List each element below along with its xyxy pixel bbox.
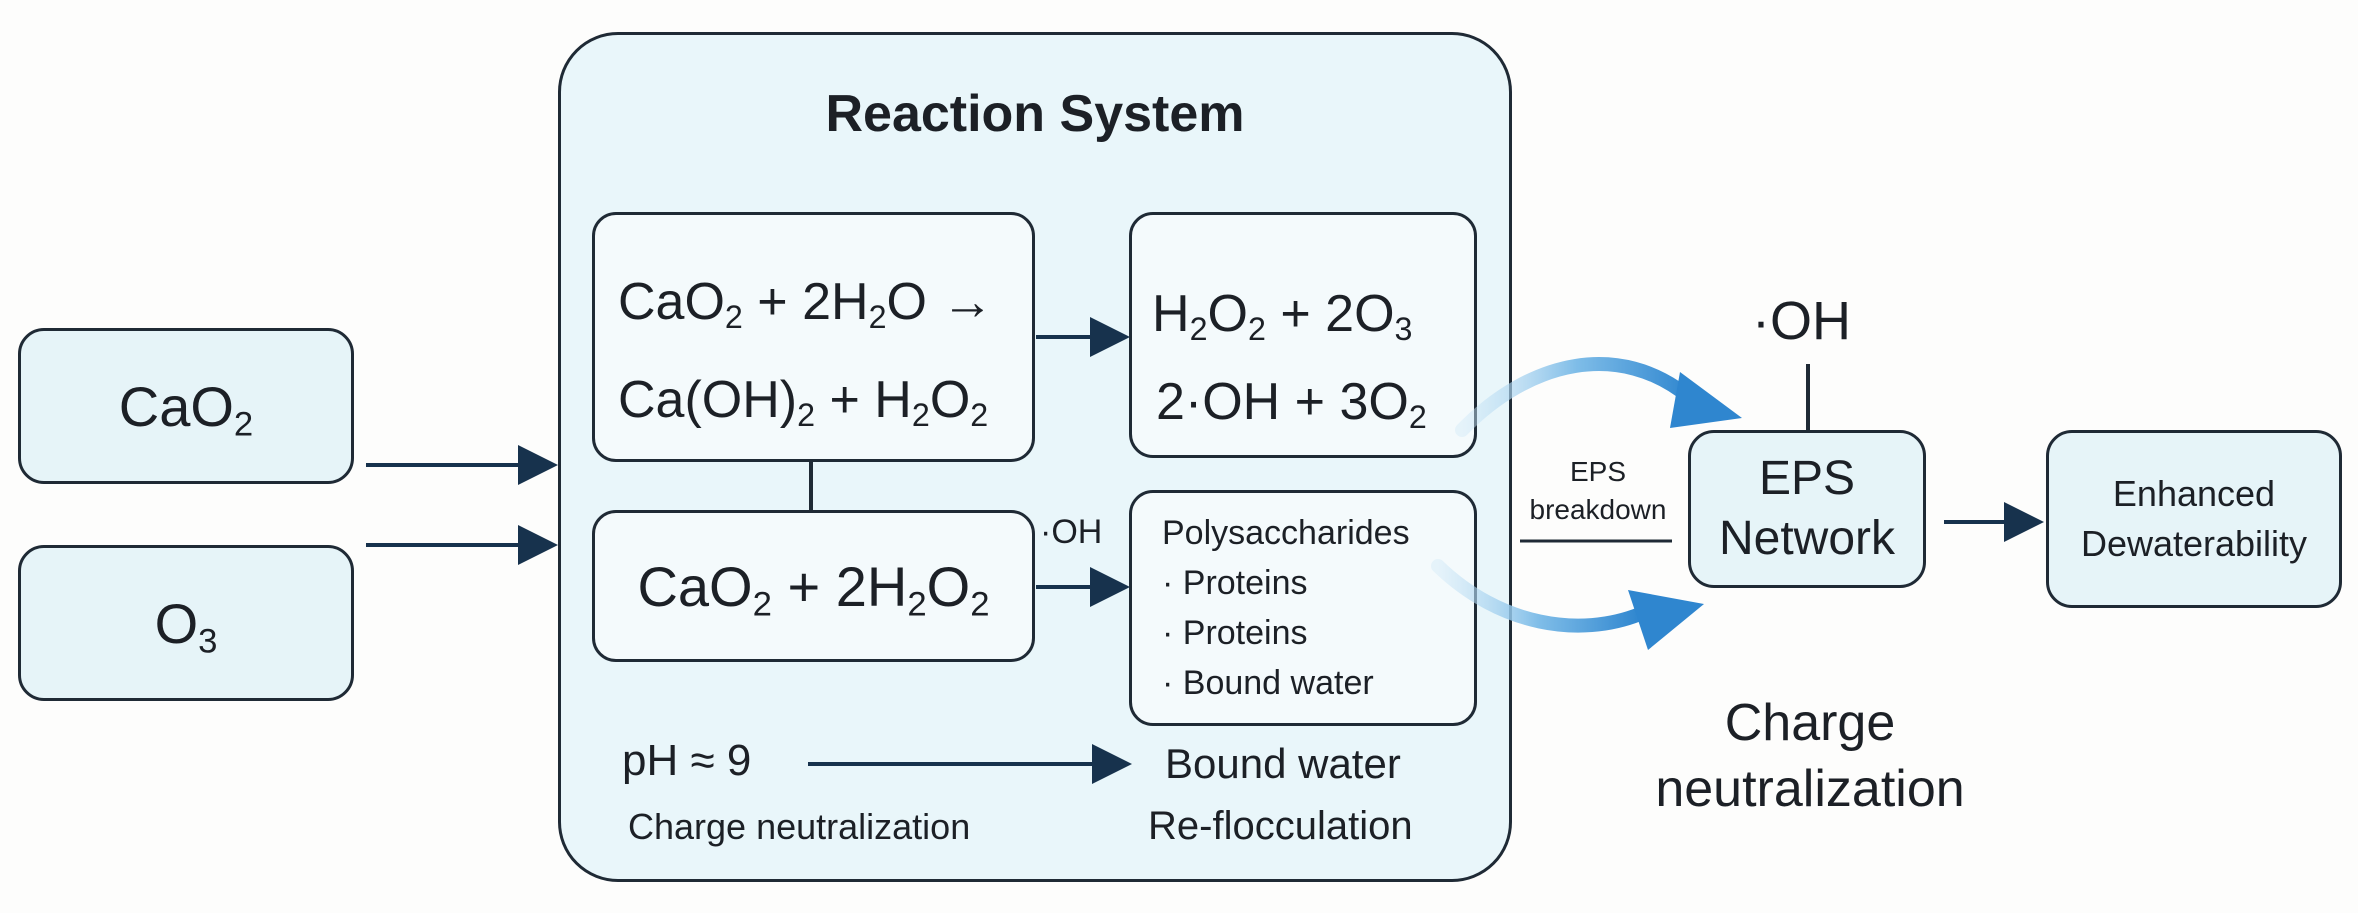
equation-2-line-2: 2·OH + 3O2 bbox=[1156, 373, 1427, 436]
cao2-label: CaO2 bbox=[118, 374, 254, 444]
eps-network-box: EPS Network bbox=[1688, 430, 1926, 588]
ph-label: pH ≈ 9 bbox=[622, 736, 752, 785]
eps-component-bound-water: · Bound water bbox=[1162, 664, 1374, 702]
equation-3-box: CaO2 + 2H2O2 bbox=[592, 510, 1035, 662]
curved-arrow-lower bbox=[1431, 559, 1704, 650]
eps-component-proteins-2: · Proteins bbox=[1162, 614, 1308, 652]
o3-label: O3 bbox=[154, 591, 218, 661]
eps-breakdown-label: EPS breakdown bbox=[1529, 456, 1667, 525]
equation-1-line-1: CaO2 + 2H2O → bbox=[618, 273, 994, 336]
eps-components-box bbox=[1129, 490, 1477, 726]
eps-component-proteins-1: · Proteins bbox=[1162, 564, 1308, 602]
charge-neutralization-inner-label: Charge neutralization bbox=[628, 806, 971, 847]
oh-radical-label: ·OH bbox=[1752, 291, 1851, 351]
enhanced-dewaterability-box: Enhanced Dewaterability bbox=[2046, 430, 2342, 608]
equation-3-text: CaO2 + 2H2O2 bbox=[637, 554, 990, 624]
equation-2-line-1: H2O2 + 2O3 bbox=[1152, 285, 1413, 348]
eps-component-polysaccharides: Polysaccharides bbox=[1162, 514, 1410, 552]
charge-neutralization-outer-label: Charge neutralization bbox=[1655, 694, 1965, 818]
reaction-system-title: Reaction System bbox=[825, 85, 1245, 143]
equation-2-box bbox=[1129, 212, 1477, 458]
oh-radical-small-label: ·OH bbox=[1040, 513, 1103, 551]
equation-1-line-2: Ca(OH)2 + H2O2 bbox=[618, 371, 989, 434]
cao2-input-box: CaO2 bbox=[18, 328, 354, 484]
curved-arrow-upper bbox=[1455, 357, 1742, 437]
equation-1-box bbox=[592, 212, 1035, 462]
reflocculation-label: Re-flocculation bbox=[1148, 804, 1413, 848]
o3-input-box: O3 bbox=[18, 545, 354, 701]
bound-water-label: Bound water bbox=[1165, 740, 1401, 787]
